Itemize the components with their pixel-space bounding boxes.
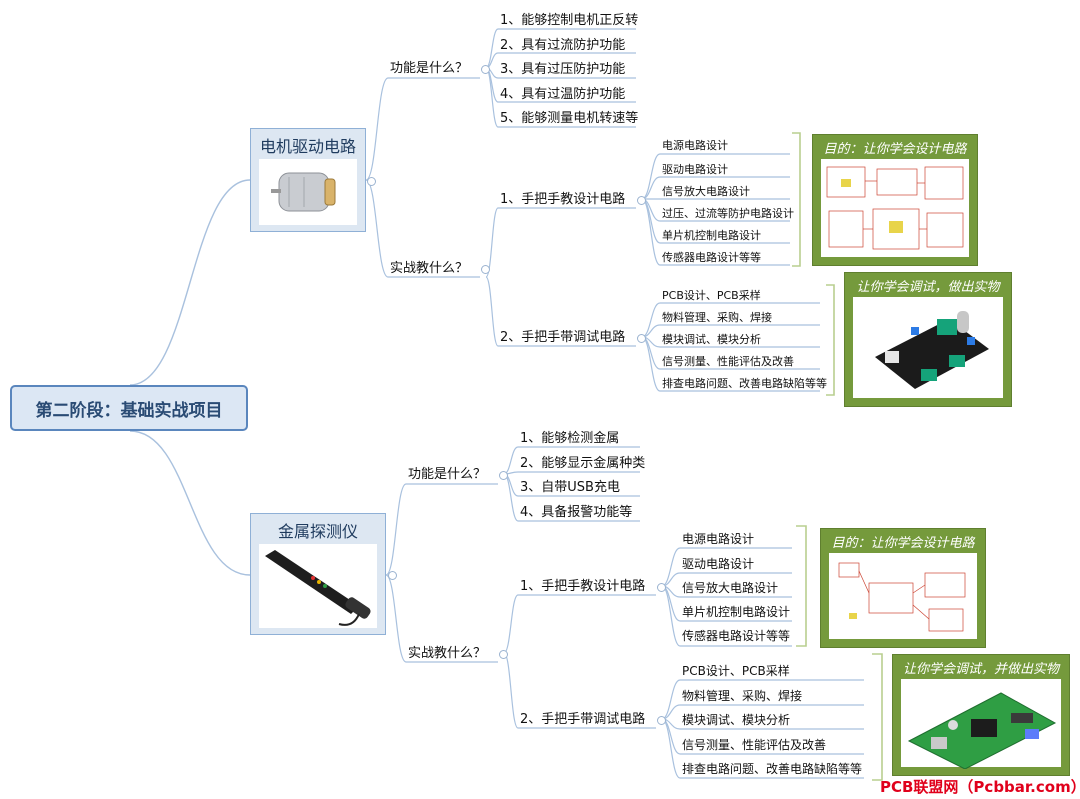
debug-item: 物料管理、采购、焊接 (682, 689, 803, 703)
connector-line (796, 525, 807, 647)
design-item: 驱动电路设计 (682, 557, 755, 571)
connector-line (503, 652, 519, 729)
root-title: 第二阶段：基础实战项目 (35, 400, 223, 421)
debug-label: 2、手把手带调试电路 (500, 330, 626, 345)
driver-board-image (853, 297, 1003, 398)
debug-item: PCB设计、PCB采样 (662, 289, 761, 302)
function-item: 1、能够检测金属 (520, 431, 620, 446)
design-item: 电源电路设计 (662, 139, 728, 152)
connector-line (485, 28, 499, 69)
function-item: 1、能够控制电机正反转 (500, 13, 639, 28)
connector-line (826, 284, 835, 396)
project-title: 电机驱动电路 (259, 137, 356, 156)
design-item: 电源电路设计 (682, 532, 755, 546)
debug-item: PCB设计、PCB采样 (682, 664, 790, 678)
connector-line (485, 276, 499, 347)
expand-icon[interactable] (481, 65, 490, 74)
debug-item: 信号测量、性能评估及改善 (662, 355, 794, 368)
project-motor-driver[interactable]: 电机驱动电路 (250, 128, 366, 232)
project-title: 金属探测仪 (277, 522, 358, 541)
schematic-image (829, 553, 977, 639)
expand-icon[interactable] (637, 334, 646, 343)
schematic-image (821, 159, 969, 257)
expand-icon[interactable] (657, 716, 666, 725)
dev-board-image (901, 679, 1061, 770)
functions-label: 功能是什么？ (390, 61, 469, 76)
connector-line (365, 77, 389, 181)
project-metal-detector[interactable]: 金属探测仪 (250, 513, 386, 635)
connector-line (872, 653, 883, 781)
debug-item: 物料管理、采购、焊接 (662, 311, 772, 324)
connector-line (641, 198, 661, 244)
connector-line (365, 179, 389, 278)
design-item: 单片机控制电路设计 (662, 229, 761, 242)
expand-icon[interactable] (367, 177, 376, 186)
function-item: 5、能够测量电机转速等 (500, 111, 639, 126)
design-label: 1、手把手教设计电路 (500, 192, 626, 207)
debug-item: 排查电路问题、改善电路缺陷等等 (682, 762, 863, 776)
watermark: PCB联盟网（Pcbbar.com） (880, 778, 1080, 796)
design-item: 传感器电路设计等等 (662, 251, 761, 264)
expand-icon[interactable] (499, 650, 508, 659)
expand-icon[interactable] (637, 196, 646, 205)
goal-design-box: 目的：让你学会设计电路 (812, 134, 978, 266)
goal-debug-box: 让你学会调试，并做出实物 (892, 654, 1070, 776)
debug-item: 模块调试、模块分析 (682, 713, 791, 727)
debug-item: 模块调试、模块分析 (662, 333, 761, 346)
expand-icon[interactable] (657, 583, 666, 592)
connector-line (641, 153, 661, 200)
connector-line (661, 718, 681, 779)
design-item: 传感器电路设计等等 (682, 629, 791, 643)
goal-design-box: 目的：让你学会设计电路 (820, 528, 986, 648)
goal-debug-caption: 让你学会调试，做出实物 (856, 280, 1000, 295)
goal-debug-caption: 让你学会调试，并做出实物 (902, 662, 1059, 677)
practice-label: 实战教什么？ (390, 261, 469, 276)
goal-design-caption: 目的：让你学会设计电路 (831, 536, 975, 551)
function-item: 3、自带USB充电 (520, 480, 620, 495)
debug-item: 信号测量、性能评估及改善 (682, 738, 827, 752)
connector-line (129, 430, 251, 576)
design-item: 驱动电路设计 (662, 163, 728, 176)
goal-debug-box: 让你学会调试，做出实物 (844, 272, 1012, 407)
function-item: 4、具有过温防护功能 (500, 87, 626, 102)
function-item: 3、具有过压防护功能 (500, 62, 626, 77)
connector-line (641, 176, 661, 200)
design-item: 信号放大电路设计 (682, 581, 779, 595)
design-item: 单片机控制电路设计 (682, 605, 791, 619)
connector-line (385, 574, 407, 663)
connector-line (661, 679, 681, 720)
goal-design-caption: 目的：让你学会设计电路 (823, 142, 967, 157)
design-item: 过压、过流等防护电路设计 (662, 207, 794, 220)
root-node[interactable]: 第二阶段：基础实战项目 (10, 385, 248, 431)
connector-line (661, 585, 681, 647)
connector-line (503, 473, 519, 522)
function-item: 2、能够显示金属种类 (520, 456, 646, 471)
connector-line (503, 446, 519, 475)
connector-line (792, 132, 801, 267)
debug-label: 2、手把手带调试电路 (520, 712, 646, 727)
connector-line (485, 207, 499, 278)
connector-line (385, 483, 407, 576)
connector-line (129, 179, 251, 386)
connector-line (641, 336, 661, 392)
expand-icon[interactable] (481, 265, 490, 274)
connector-line (503, 594, 519, 654)
motor-image (259, 159, 357, 225)
connector-line (485, 67, 499, 128)
expand-icon[interactable] (388, 571, 397, 580)
design-item: 信号放大电路设计 (662, 185, 750, 198)
debug-item: 排查电路问题、改善电路缺陷等等 (662, 377, 827, 390)
design-label: 1、手把手教设计电路 (520, 579, 646, 594)
function-item: 2、具有过流防护功能 (500, 38, 626, 53)
functions-label: 功能是什么？ (408, 467, 487, 482)
function-item: 4、具备报警功能等 (520, 505, 633, 520)
practice-label: 实战教什么？ (408, 646, 487, 661)
expand-icon[interactable] (499, 471, 508, 480)
metal-detector-image (259, 544, 377, 628)
